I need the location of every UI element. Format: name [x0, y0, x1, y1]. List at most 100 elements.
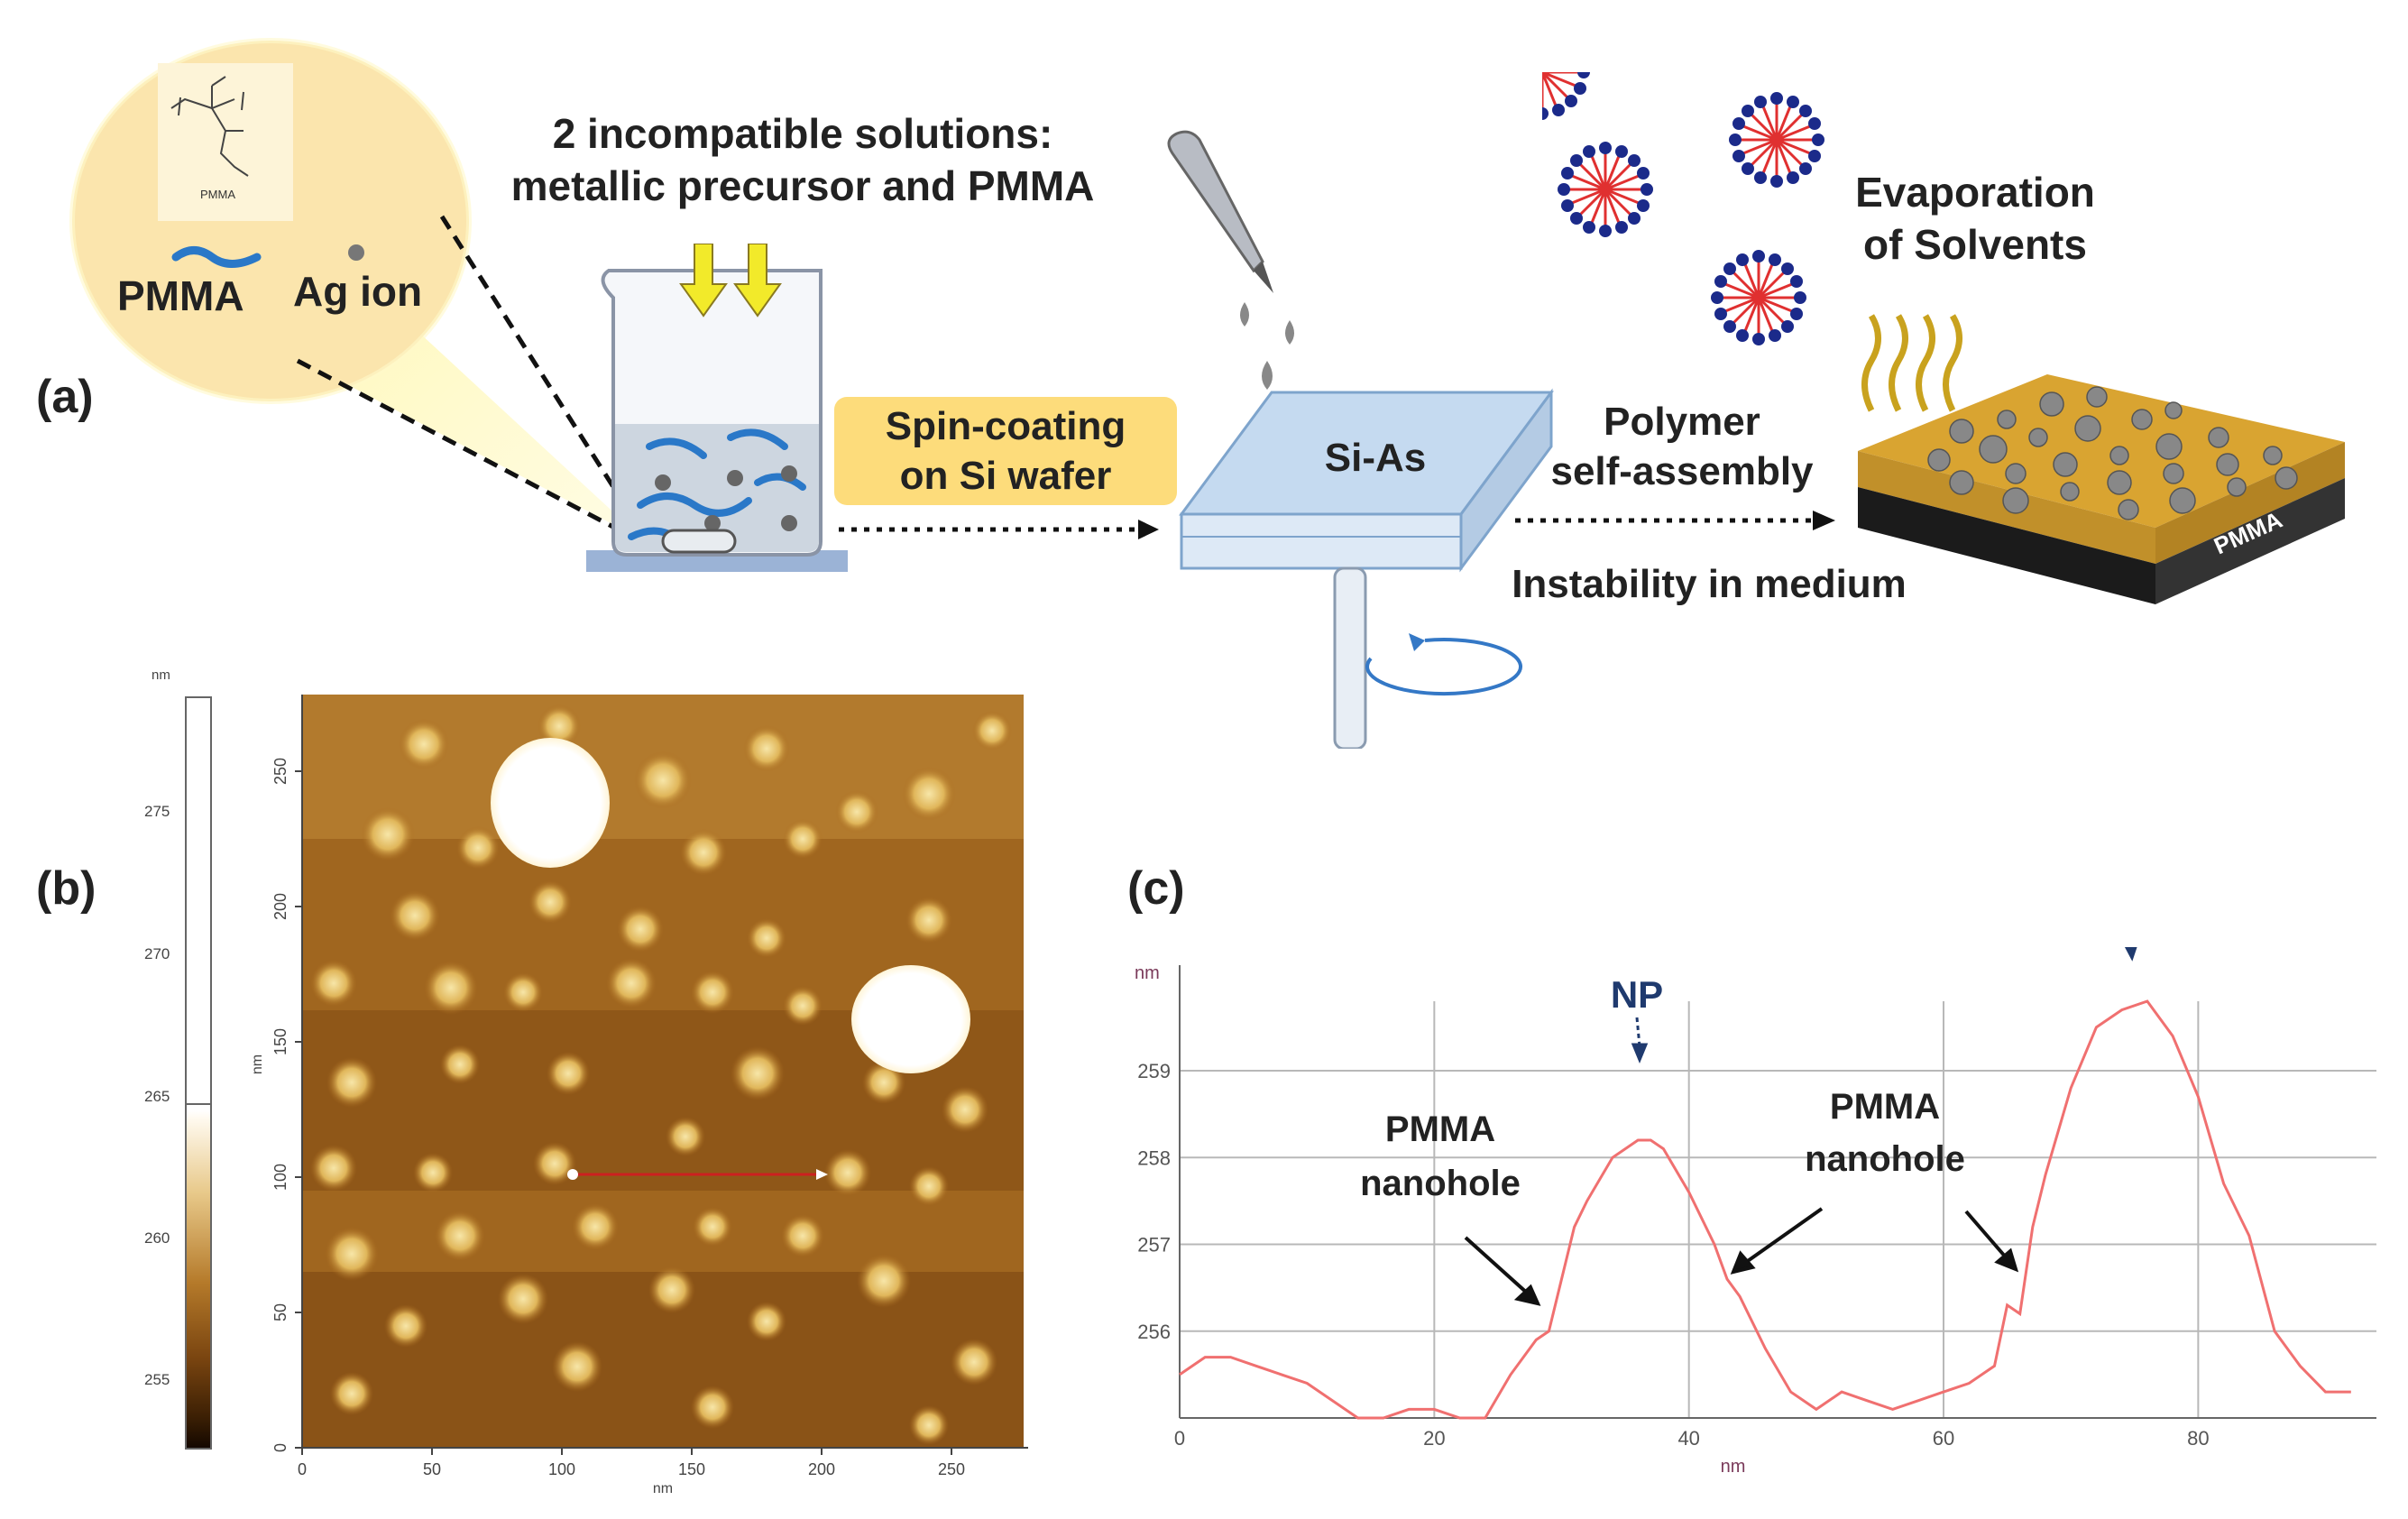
- rotation-arrow-icon: [1365, 638, 1522, 696]
- y-tick-label: 259: [1137, 1060, 1171, 1082]
- x-tick-label: 20: [1423, 1427, 1445, 1450]
- pmma-inset-graphic: PMMA: [69, 38, 648, 544]
- solutions-title-line1: 2 incompatible solutions:: [552, 110, 1053, 157]
- profile-series-line: [1179, 999, 2351, 1420]
- afm-axes: 0 50 100 150 200 250 nm 0 50 100 150 200…: [250, 695, 1028, 1496]
- spin-coating-box: Spin-coating on Si wafer: [834, 397, 1177, 505]
- x-axis-unit: nm: [653, 1481, 673, 1496]
- polymer-self-assembly: Polymer self-assembly: [1515, 397, 1849, 496]
- spin-coating-line1: Spin-coating: [885, 404, 1126, 448]
- film-substrate-illustration: PMMA Si-As: [1858, 374, 2345, 604]
- pmma-label-1: PMMA: [1385, 1109, 1495, 1149]
- x-tick-100: 100: [548, 1460, 575, 1478]
- colorbar-marker: [185, 1103, 212, 1105]
- chart-axes: [1179, 965, 2376, 1419]
- si-as-side: [2155, 478, 2345, 604]
- ag-ion-icon: [348, 244, 364, 261]
- solutions-title-line2: metallic precursor and PMMA: [510, 161, 1095, 209]
- instability-text: Instability in medium: [1512, 562, 1907, 606]
- y-tick-100: 100: [271, 1164, 290, 1191]
- colorbar-tick-265: 265: [144, 1088, 170, 1105]
- structure-caption: PMMA: [200, 188, 235, 201]
- evaporation-line1: Evaporation: [1855, 169, 2095, 216]
- evaporation-line2: of Solvents: [1863, 220, 2087, 268]
- beaker-illustration: [586, 244, 848, 572]
- nanohole-label-2: nanohole: [1805, 1139, 1965, 1179]
- nanoparticles: [1927, 386, 2298, 520]
- polymer-line2: self-assembly: [1550, 449, 1814, 493]
- x-tick-label: 40: [1677, 1427, 1699, 1450]
- nanohole-label-1: nanohole: [1360, 1164, 1521, 1203]
- polymer-line1: Polymer: [1604, 400, 1760, 444]
- panel-a-label: (a): [36, 371, 94, 423]
- x-tick-50: 50: [423, 1460, 441, 1478]
- large-particle-2: [851, 965, 970, 1073]
- nanohole-annotations: PMMA nanohole PMMA nanohole: [1360, 1087, 1965, 1203]
- y-tick-50: 50: [271, 1303, 290, 1321]
- chart-y-label: nm: [1135, 963, 1160, 983]
- x-tick-label: 80: [2187, 1427, 2209, 1450]
- solutions-title: 2 incompatible solutions: metallic precu…: [487, 108, 1118, 212]
- pipette-illustration: [1167, 130, 1294, 390]
- stir-bar: [661, 529, 737, 554]
- height-colorbar: [185, 696, 212, 1450]
- pmma-film-side: [2155, 442, 2345, 564]
- np-label-1: NP: [1611, 973, 1663, 1016]
- y-axis-unit: nm: [250, 1054, 265, 1074]
- spinner-shaft: [1333, 566, 1367, 749]
- annotation-arrows: [1464, 1207, 2019, 1306]
- y-tick-250: 250: [271, 758, 290, 785]
- x-tick-150: 150: [678, 1460, 705, 1478]
- profile-series-points: [1179, 1000, 2351, 1419]
- wafer-side: [1459, 388, 1553, 573]
- spin-coating-line2: on Si wafer: [899, 454, 1112, 498]
- profile-start-marker[interactable]: [567, 1169, 578, 1180]
- structure-box: [158, 63, 293, 221]
- down-arrows-icon: [679, 244, 782, 318]
- micelles-illustration: [1542, 72, 1826, 347]
- droplets-icon: [1240, 302, 1294, 390]
- vapor-lines-icon: [1861, 314, 1962, 412]
- ag-ions-in-solution: [655, 465, 797, 531]
- pipette-tip: [1254, 262, 1273, 293]
- wafer-label: Si-As: [1324, 436, 1427, 480]
- y-tick-label: 256: [1137, 1321, 1171, 1343]
- si-as-front: [1858, 487, 2155, 604]
- pmma-structure-icon: [170, 76, 249, 177]
- colorbar-tick-270: 270: [144, 945, 170, 962]
- x-tick-0: 0: [298, 1460, 307, 1478]
- inset-ag-label: Ag ion: [293, 268, 423, 315]
- afm-height-image: [302, 695, 1024, 1448]
- y-tick-200: 200: [271, 893, 290, 920]
- x-tick-label: 60: [1933, 1427, 1954, 1450]
- x-tick-200: 200: [808, 1460, 835, 1478]
- dashed-line-upper: [439, 215, 648, 539]
- x-tick-label: 0: [1174, 1427, 1185, 1450]
- wafer-front: [1180, 512, 1463, 570]
- colorbar-unit: nm: [152, 667, 170, 683]
- colorbar-tick-260: 260: [144, 1229, 170, 1247]
- micelle-icon: [1542, 72, 1590, 120]
- y-tick-0: 0: [271, 1443, 290, 1452]
- pipette-icon: [1167, 130, 1264, 273]
- colorbar-tick-255: 255: [144, 1371, 170, 1388]
- pmma-label-2: PMMA: [1830, 1087, 1940, 1127]
- spin-coater-illustration: [1179, 388, 1554, 749]
- evaporation-text: Evaporation of Solvents: [1840, 167, 2110, 271]
- nanoparticle-spots: [310, 704, 1012, 1445]
- profile-end-marker[interactable]: [816, 1169, 828, 1180]
- process-arrows: [839, 511, 1835, 539]
- y-tick-label: 258: [1137, 1146, 1171, 1169]
- large-particle-1: [491, 738, 610, 868]
- colorbar-tick-275: 275: [144, 803, 170, 820]
- panel-c-label: (c): [1127, 862, 1185, 915]
- dashed-line-lower: [296, 358, 642, 544]
- pmma-chain-icon: [171, 246, 262, 268]
- arrow-head-1: [1138, 520, 1159, 539]
- solution: [615, 424, 819, 552]
- inset-pmma-label: PMMA: [117, 272, 244, 319]
- panel-b-label: (b): [36, 862, 97, 915]
- x-tick-250: 250: [938, 1460, 965, 1478]
